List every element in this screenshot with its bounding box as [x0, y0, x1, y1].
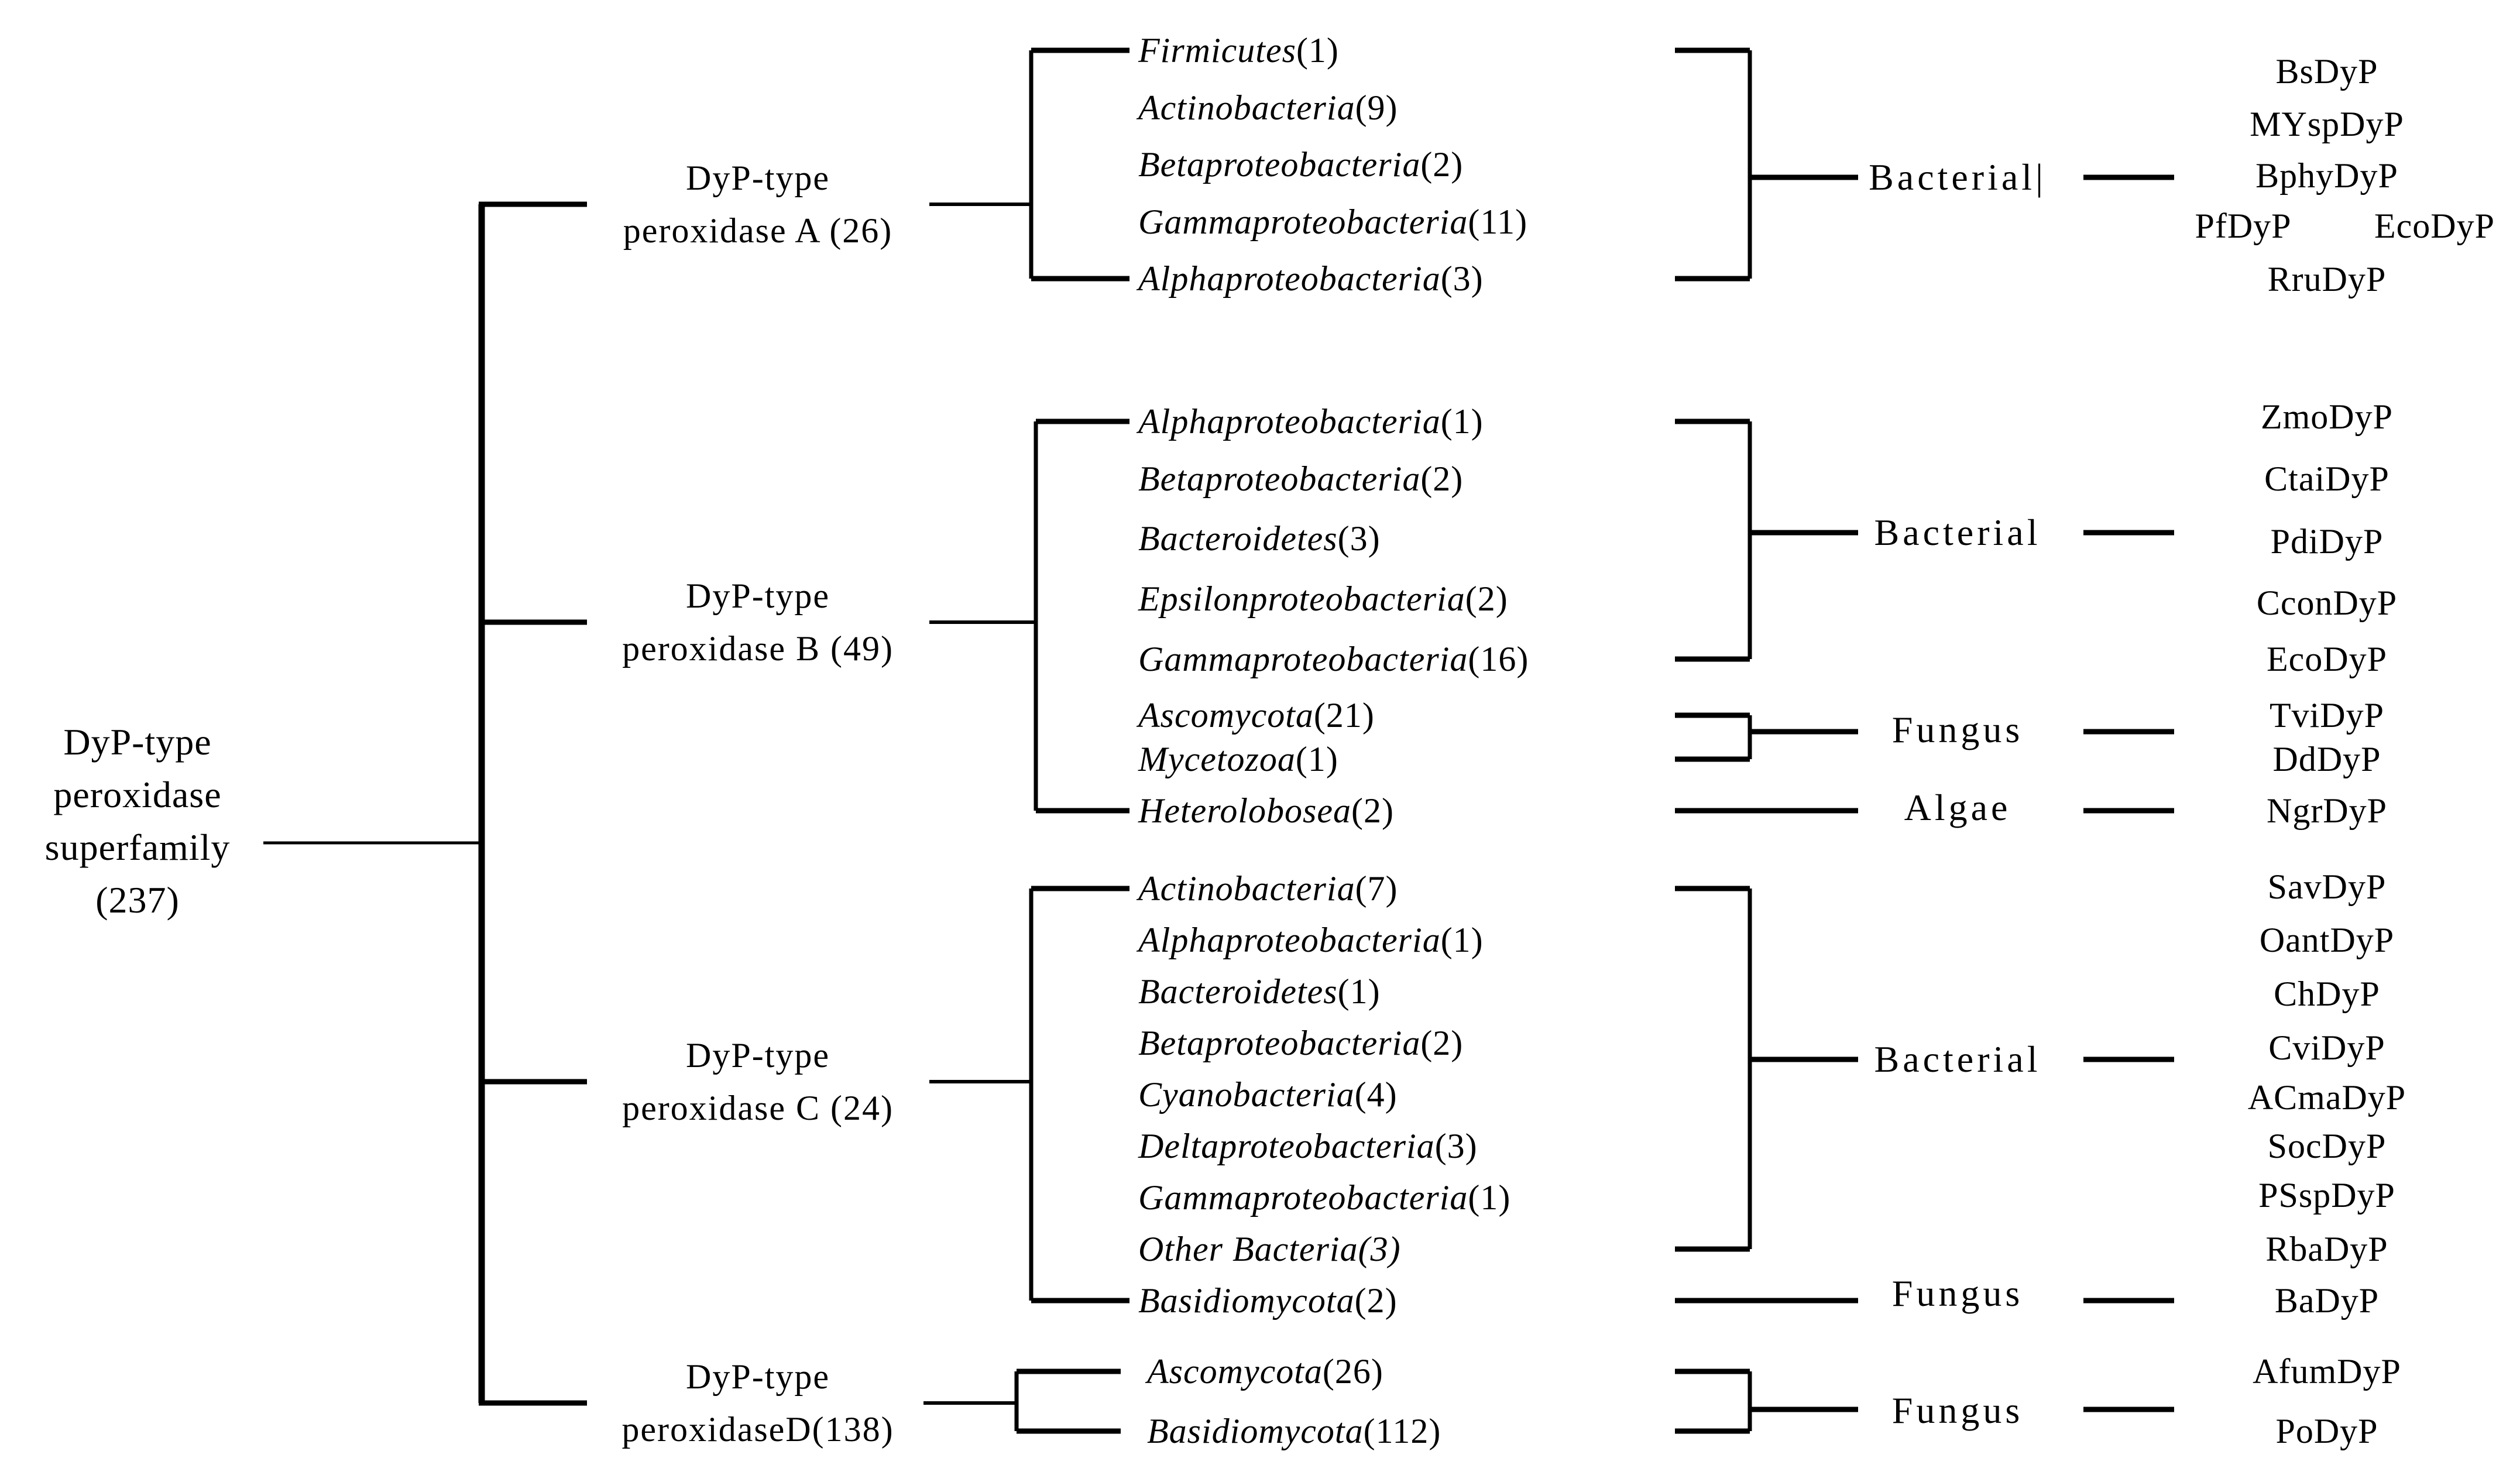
protein-rbadyp: RbaDyP [2265, 1230, 2388, 1268]
root-label-line2: peroxidase [53, 774, 222, 815]
tip-b-epsilonproteobacteria: Epsilonproteobacteria(2) [1138, 579, 1508, 618]
family-a-label-line2: peroxidase A (26) [623, 211, 893, 250]
tip-a-actinobacteria: Actinobacteria(9) [1138, 88, 1398, 127]
root-label-count: (237) [95, 879, 180, 921]
tip-c-cyanobacteria: Cyanobacteria(4) [1138, 1075, 1398, 1114]
family-c-label-line1: DyP-type [686, 1036, 830, 1075]
family-c-bacterial-bracket [1675, 886, 2174, 1252]
tip-c-other-bacteria: Other Bacteria(3) [1138, 1230, 1401, 1268]
protein-ctaidyp: CtaiDyP [2264, 459, 2389, 498]
tip-d-basidiomycota: Basidiomycota(112) [1147, 1412, 1441, 1450]
tip-c-actinobacteria: Actinobacteria(7) [1138, 869, 1398, 908]
family-d-left-fork [923, 1368, 1121, 1434]
protein-ngrdyp: NgrDyP [2266, 791, 2388, 830]
protein-acmadyp: ACmaDyP [2247, 1078, 2406, 1117]
protein-dddyp: DdDyP [2272, 740, 2381, 778]
protein-oantdyp: OantDyP [2259, 921, 2395, 959]
tip-c-alphaproteobacteria: Alphaproteobacteria(1) [1138, 921, 1484, 959]
protein-pfdyp: PfDyP [2195, 207, 2292, 245]
tip-a-firmicutes: Firmicutes(1) [1138, 31, 1339, 70]
tip-b-alphaproteobacteria: Alphaproteobacteria(1) [1138, 402, 1484, 441]
protein-socdyp: SocDyP [2267, 1127, 2387, 1165]
protein-psspdyp: PSspDyP [2258, 1176, 2395, 1215]
protein-afumdyp: AfumDyP [2253, 1352, 2401, 1391]
family-d-fungus-bracket [1675, 1368, 2174, 1434]
group-label-bacterial-b: Bacterial [1874, 512, 2041, 553]
family-b-left-bracket [929, 419, 1129, 814]
protein-ccondyp: CconDyP [2256, 584, 2398, 622]
protein-bphydyp: BphyDyP [2255, 156, 2398, 195]
protein-rrudyp: RruDyP [2267, 260, 2387, 299]
group-label-bacterial-a: Bacterial| [1869, 156, 2047, 198]
tip-b-betaproteobacteria: Betaproteobacteria(2) [1138, 459, 1464, 498]
tip-b-ascomycota: Ascomycota(21) [1138, 696, 1375, 735]
protein-ecodyp-b: EcoDyP [2267, 640, 2387, 678]
protein-bsdyp: BsDyP [2275, 52, 2378, 91]
family-d-label-line2: peroxidaseD(138) [622, 1410, 894, 1449]
protein-ecodyp-a: EcoDyP [2374, 207, 2495, 245]
family-b-fungus-bracket [1675, 712, 2174, 762]
family-a-left-bracket [929, 47, 1129, 282]
tip-b-gammaproteobacteria: Gammaproteobacteria(16) [1138, 640, 1529, 678]
tip-c-deltaproteobacteria: Deltaproteobacteria(3) [1138, 1127, 1478, 1165]
group-label-algae-b: Algae [1904, 787, 2011, 828]
tip-c-betaproteobacteria: Betaproteobacteria(2) [1138, 1024, 1464, 1062]
group-label-fungus-d: Fungus [1891, 1390, 2024, 1431]
tip-b-mycetozoa: Mycetozoa(1) [1138, 740, 1338, 778]
protein-cvidyp: CviDyP [2268, 1028, 2385, 1067]
family-b-label-line1: DyP-type [686, 577, 830, 615]
root-label-line1: DyP-type [63, 721, 212, 763]
family-b-label-line2: peroxidase B (49) [622, 629, 894, 668]
family-c-label-line2: peroxidase C (24) [622, 1089, 894, 1127]
group-label-bacterial-c: Bacterial [1874, 1038, 2041, 1080]
family-c-left-bracket [929, 886, 1129, 1304]
tip-a-gammaproteobacteria: Gammaproteobacteria(11) [1138, 203, 1528, 241]
tip-c-bacteroidetes: Bacteroidetes(1) [1138, 972, 1381, 1011]
protein-badyp: BaDyP [2274, 1281, 2380, 1320]
root-label-line3: superfamily [44, 826, 231, 868]
family-b-bacterial-bracket [1675, 419, 2174, 662]
tip-c-basidiomycota: Basidiomycota(2) [1138, 1281, 1398, 1320]
family-d-label-line1: DyP-type [686, 1357, 830, 1396]
tip-a-alphaproteobacteria: Alphaproteobacteria(3) [1138, 259, 1484, 298]
group-label-fungus-b: Fungus [1891, 709, 2024, 750]
protein-podyp: PoDyP [2275, 1412, 2378, 1450]
root-branch [263, 201, 587, 1406]
tip-d-ascomycota: Ascomycota(26) [1147, 1352, 1383, 1391]
protein-pdidyp: PdiDyP [2270, 522, 2384, 561]
group-label-fungus-c: Fungus [1891, 1272, 2024, 1314]
tip-c-gammaproteobacteria: Gammaproteobacteria(1) [1138, 1178, 1511, 1217]
family-a-right-bracket [1675, 47, 2174, 282]
tip-b-bacteroidetes: Bacteroidetes(3) [1138, 519, 1381, 558]
protein-savdyp: SavDyP [2267, 867, 2387, 906]
protein-chdyp: ChDyP [2274, 975, 2380, 1013]
protein-tvidyp: TviDyP [2269, 696, 2385, 735]
tip-a-betaproteobacteria: Betaproteobacteria(2) [1138, 145, 1464, 184]
tip-b-heterolobosea: Heterolobosea(2) [1138, 791, 1395, 830]
family-a-label-line1: DyP-type [686, 159, 830, 197]
protein-zmodyp: ZmoDyP [2260, 397, 2394, 436]
protein-myspdyp: MYspDyP [2250, 105, 2404, 143]
